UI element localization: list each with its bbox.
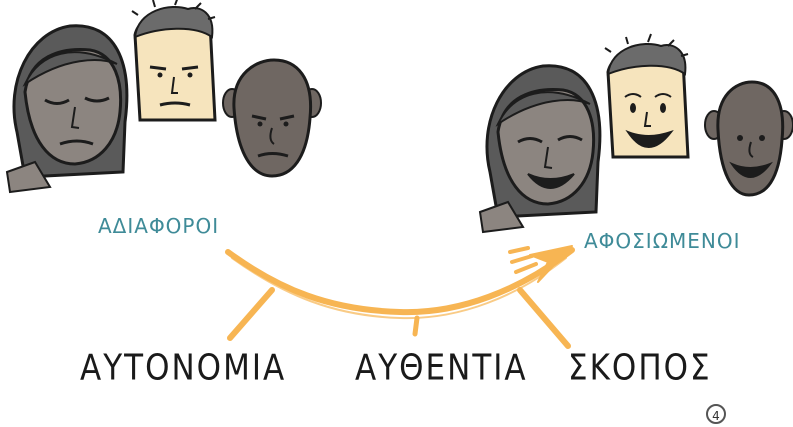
man-bald-face-icon	[705, 82, 793, 195]
engaged-group	[480, 34, 793, 232]
concept-authenticity-label: ΑΥΘΕΝΤΙΑ	[355, 347, 528, 388]
man-bald-face-icon	[223, 60, 321, 176]
page-number-badge: 4	[706, 404, 726, 424]
concept-purpose-label: ΣΚΟΠΟΣ	[568, 347, 712, 388]
disengaged-label: ΑΔΙΑΦΟΡΟΙ	[98, 214, 219, 238]
woman-face-icon	[7, 26, 127, 192]
spoke-purpose	[520, 290, 568, 346]
woman-face-icon	[480, 66, 600, 232]
man-light-face-icon	[605, 34, 688, 157]
engaged-label: ΑΦΟΣΙΩΜΕΝΟΙ	[584, 229, 740, 253]
disengaged-group	[7, 0, 321, 192]
concept-autonomy-label: ΑΥΤΟΝΟΜΙΑ	[80, 347, 286, 388]
transition-arrow	[228, 246, 572, 346]
spoke-autonomy	[230, 290, 272, 338]
man-light-face-icon	[132, 0, 215, 120]
spoke-authenticity	[415, 318, 417, 334]
